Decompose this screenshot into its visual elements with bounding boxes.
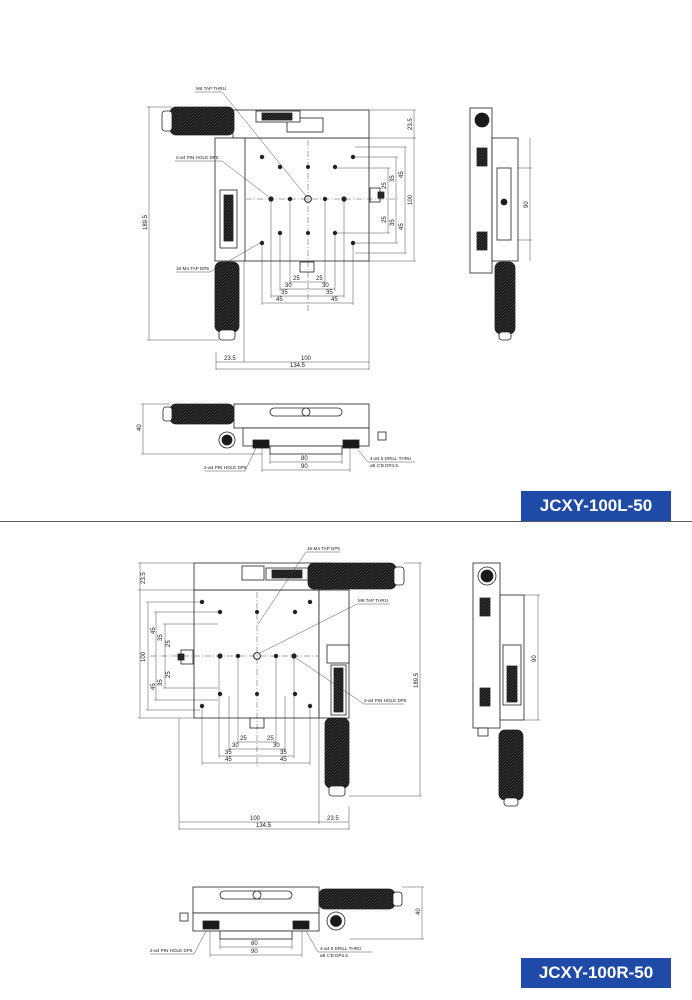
lower-dim-b1: 25 bbox=[267, 736, 274, 742]
lower-front-view bbox=[150, 886, 424, 957]
upper-left-dim-lines bbox=[147, 106, 370, 370]
upper-front-callout-cb: ø8 C'B DP4.5 bbox=[370, 463, 398, 468]
lower-front-dim-outer: 90 bbox=[251, 949, 258, 955]
upper-dim-b4: 35 bbox=[281, 290, 288, 296]
upper-top-view bbox=[147, 91, 416, 370]
lower-front-dim-height: 40 bbox=[416, 908, 422, 915]
upper-dim-top-right: 23.5 bbox=[408, 118, 414, 130]
lower-front-micrometer-knob bbox=[318, 888, 396, 910]
upper-dim-b3: 30 bbox=[322, 283, 329, 289]
lower-right-micrometer-knob bbox=[324, 717, 350, 789]
upper-dim-left-total: 189.5 bbox=[143, 214, 149, 230]
lower-stage-plate bbox=[193, 589, 320, 719]
upper-dim-r2: 35 bbox=[390, 175, 396, 182]
upper-front-view bbox=[141, 403, 415, 472]
upper-dim-r3: 35 bbox=[390, 219, 396, 226]
upper-side-view bbox=[469, 107, 532, 341]
lower-side-view bbox=[472, 562, 540, 807]
lower-dim-l0: 45 bbox=[151, 627, 157, 634]
upper-side-dim: 90 bbox=[524, 201, 530, 208]
upper-front-dim-height: 40 bbox=[137, 424, 143, 431]
lower-dim-base-total: 134.5 bbox=[256, 823, 272, 829]
upper-front-dim-outer: 90 bbox=[301, 464, 308, 470]
upper-callout-m6: M6 TAP THRU bbox=[196, 86, 226, 91]
upper-top-micrometer-scale bbox=[261, 112, 293, 121]
model-label-lower: JCXY-100R-50 bbox=[521, 958, 671, 988]
upper-lock-screw-head bbox=[377, 191, 385, 199]
lower-callout-m6: M6 TAP THRU bbox=[358, 598, 388, 603]
lower-dim-b0: 25 bbox=[240, 736, 247, 742]
upper-stage-plate bbox=[243, 137, 370, 262]
lower-dim-l3: 25 bbox=[166, 671, 172, 678]
upper-front-micrometer-knob bbox=[169, 403, 235, 425]
upper-dim-base-total: 134.5 bbox=[290, 363, 306, 369]
lower-dim-b6: 45 bbox=[225, 757, 232, 763]
lower-front-dim-inner: 80 bbox=[251, 941, 258, 947]
lower-dim-l5: 45 bbox=[151, 683, 157, 690]
upper-side-slot bbox=[496, 167, 512, 241]
upper-top-view-text: M6 TAP THRU 2-ø4 PIN HOLE DP5 16-M4 TAP … bbox=[143, 86, 414, 369]
upper-dim-r0: 25 bbox=[382, 182, 388, 189]
upper-front-callout-drill: 4-ø4.5 DRILL THRU bbox=[370, 456, 411, 461]
lower-front-callout-drill: 4-ø4.5 DRILL THRU bbox=[320, 946, 361, 951]
upper-dim-base-width: 100 bbox=[301, 356, 312, 362]
lower-dim-b5: 35 bbox=[280, 750, 287, 756]
upper-rail-block bbox=[286, 117, 324, 133]
lower-dim-b4: 35 bbox=[225, 750, 232, 756]
upper-dim-b7: 45 bbox=[331, 297, 338, 303]
upper-callout-m4: 16-M4 TAP DP5 bbox=[176, 266, 209, 271]
upper-dim-right-total: 100 bbox=[408, 194, 414, 205]
upper-dim-b1: 25 bbox=[316, 276, 323, 282]
upper-dim-r4: 45 bbox=[399, 171, 405, 178]
lower-front-callout-cb: ø8 C'B DP4.5 bbox=[320, 953, 348, 958]
lower-side-dim: 90 bbox=[532, 655, 538, 662]
section-divider bbox=[0, 521, 692, 522]
lower-side-micrometer-knob bbox=[498, 729, 524, 801]
upper-dim-base-left: 23.5 bbox=[224, 356, 236, 362]
upper-left-micrometer-cap bbox=[218, 329, 236, 341]
model-label-upper: JCXY-100L-50 bbox=[521, 491, 671, 521]
lower-dim-l2: 25 bbox=[166, 640, 172, 647]
upper-dim-b6: 45 bbox=[276, 297, 283, 303]
lower-dim-left-total: 100 bbox=[141, 651, 147, 662]
lower-callout-m4: 16-M4 TAP DP5 bbox=[307, 546, 340, 551]
lower-dim-b3: 30 bbox=[273, 743, 280, 749]
upper-front-dim-inner: 80 bbox=[301, 456, 308, 462]
lower-callout-pin: 2-ø4 PIN HOLE DP5 bbox=[364, 698, 407, 703]
upper-callout-pin: 2-ø4 PIN HOLE DP5 bbox=[176, 155, 219, 160]
lower-dim-b2: 30 bbox=[232, 743, 239, 749]
upper-dim-r1: 25 bbox=[382, 216, 388, 223]
lower-dim-base-right: 23.5 bbox=[327, 816, 339, 822]
upper-dim-b5: 35 bbox=[326, 290, 333, 296]
lower-dim-l1: 35 bbox=[158, 634, 164, 641]
upper-side-knob-end bbox=[474, 112, 490, 128]
upper-top-micrometer-knob bbox=[169, 106, 235, 136]
lower-top-micrometer-knob bbox=[307, 562, 397, 590]
lower-dim-base-width: 100 bbox=[250, 816, 261, 822]
lower-dim-b7: 45 bbox=[280, 757, 287, 763]
upper-bottom-dim-lines bbox=[261, 201, 354, 305]
upper-right-dim-lines bbox=[336, 109, 416, 262]
upper-dim-b2: 30 bbox=[285, 283, 292, 289]
upper-bottom-screw bbox=[299, 261, 315, 273]
upper-top-micrometer-cap bbox=[161, 110, 173, 132]
lower-front-callout-pin: 2-ø4 PIN HOLE DP5 bbox=[150, 948, 193, 953]
lower-top-view-text: 16-M4 TAP DP5 M6 TAP THRU 2-ø4 PIN HOLE … bbox=[141, 546, 420, 829]
upper-side-micrometer-knob bbox=[494, 261, 516, 335]
upper-dim-r5: 45 bbox=[399, 223, 405, 230]
upper-dim-b0: 25 bbox=[293, 276, 300, 282]
lower-dim-top-left: 23.5 bbox=[141, 572, 147, 584]
upper-left-micrometer-knob bbox=[214, 261, 240, 333]
lower-dim-l4: 35 bbox=[158, 679, 164, 686]
upper-left-micrometer-scale bbox=[223, 194, 234, 242]
lower-dim-right-total: 189.5 bbox=[414, 672, 420, 688]
upper-front-callout-pin: 2-ø4 PIN HOLE DP5 bbox=[204, 465, 247, 470]
lower-top-view bbox=[138, 551, 422, 830]
upper-top-rail bbox=[232, 109, 370, 139]
